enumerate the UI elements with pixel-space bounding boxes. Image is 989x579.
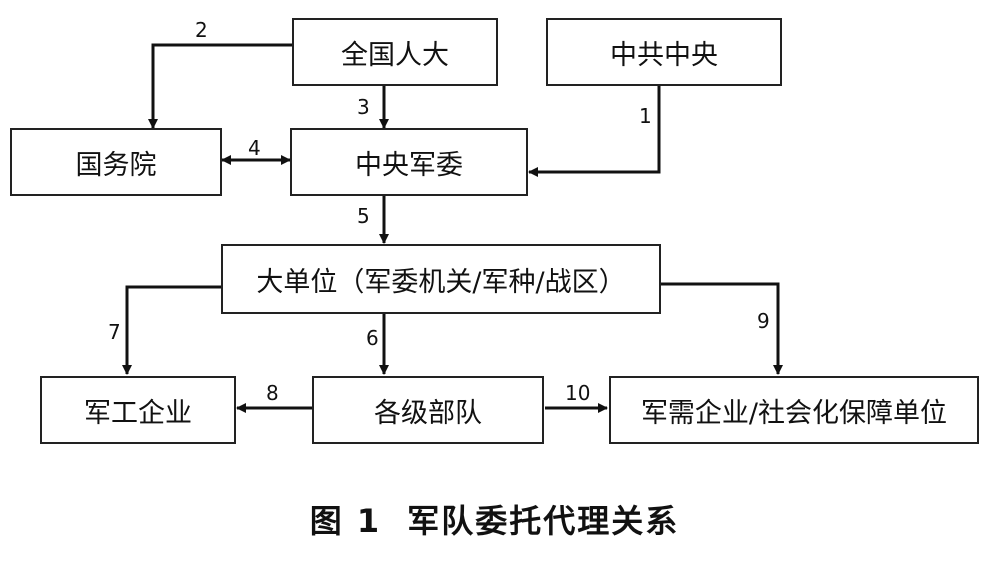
edge-label-2: 2 <box>195 18 208 42</box>
figure-caption: 图 1 军队委托代理关系 <box>0 496 989 542</box>
edge-1-arrow <box>528 86 661 177</box>
edge-label-7: 7 <box>108 320 121 344</box>
node-npc: 全国人大 <box>292 18 498 86</box>
node-supply-units: 军需企业/社会化保障单位 <box>609 376 979 444</box>
edge-label-6: 6 <box>366 326 379 350</box>
node-military-enterprises: 军工企业 <box>40 376 236 444</box>
figure-title: 军队委托代理关系 <box>407 502 680 540</box>
node-cpc-central: 中共中央 <box>546 18 782 86</box>
edge-label-9: 9 <box>757 309 770 333</box>
edge-label-3: 3 <box>357 95 370 119</box>
node-troops: 各级部队 <box>312 376 544 444</box>
node-cmc: 中央军委 <box>290 128 528 196</box>
edge-label-8: 8 <box>266 381 279 405</box>
node-state-council: 国务院 <box>10 128 222 196</box>
edge-label-4: 4 <box>248 136 261 160</box>
edge-2-arrow <box>148 43 292 129</box>
node-major-units: 大单位（军委机关/军种/战区） <box>221 244 661 314</box>
edge-label-10: 10 <box>565 381 591 405</box>
edge-9-arrow <box>661 282 783 375</box>
figure-number: 图 1 <box>309 502 382 540</box>
edge-7-arrow <box>122 285 221 375</box>
edge-label-5: 5 <box>357 204 370 228</box>
edge-label-1: 1 <box>639 104 652 128</box>
